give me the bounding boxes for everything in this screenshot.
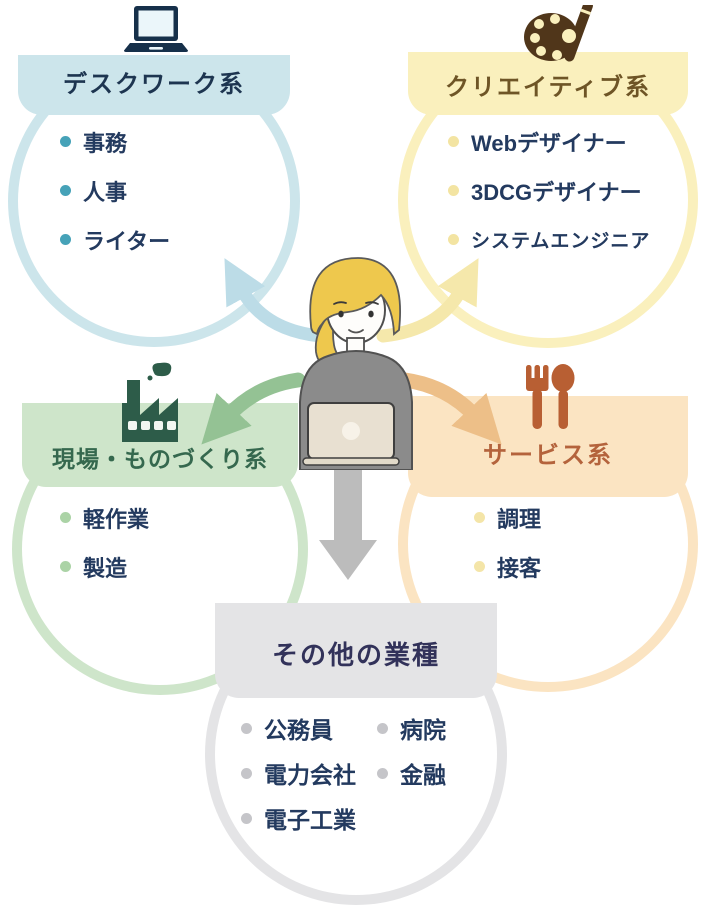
list-item: 軽作業	[60, 505, 149, 532]
bullet-dot	[377, 722, 388, 734]
item-label: 調理	[497, 506, 542, 532]
circle-cap	[408, 52, 688, 115]
hair-fringe	[309, 257, 401, 336]
item-label: 電子工業	[264, 807, 356, 833]
category-title-service: サービス系	[483, 442, 613, 469]
list-item: 金融	[377, 760, 446, 788]
bullet-dot	[60, 185, 71, 196]
category-items-other-left: 公務員 電力会社 電子工業	[241, 715, 356, 850]
neck	[346, 337, 365, 357]
category-items-other-right: 病院 金融	[377, 715, 446, 805]
bullet-dot	[241, 812, 252, 824]
category-items-service: 調理 接客	[474, 505, 541, 603]
bullet-dot	[241, 722, 252, 734]
item-label: 電力会社	[264, 762, 356, 788]
item-label: 公務員	[264, 717, 333, 743]
bullet-dot	[474, 561, 485, 572]
laptop-back	[307, 402, 395, 460]
list-item: 電力会社	[241, 760, 356, 788]
list-item: 事務	[60, 129, 170, 156]
bullet-dot	[60, 136, 71, 147]
item-label: 接客	[497, 555, 542, 581]
hair-ponytail	[314, 314, 346, 370]
list-item: 人事	[60, 178, 170, 205]
laptop-base	[302, 457, 400, 466]
item-label: 病院	[400, 717, 446, 743]
category-title-other: その他の業種	[271, 640, 440, 670]
item-label: 人事	[83, 179, 128, 205]
category-circle-creative: クリエイティブ系 Webデザイナー 3DCGデザイナー システムエンジニア	[398, 52, 698, 348]
list-item: 公務員	[241, 715, 356, 743]
arrow-to-other	[319, 470, 377, 580]
category-items-creative: Webデザイナー 3DCGデザイナー システムエンジニア	[448, 129, 650, 276]
item-label: 3DCGデザイナー	[471, 179, 642, 205]
circle-cap	[18, 55, 290, 115]
bullet-dot	[60, 561, 71, 572]
category-items-deskwork: 事務 人事 ライター	[60, 129, 170, 276]
list-item: 電子工業	[241, 805, 356, 833]
item-label: システムエンジニア	[471, 231, 651, 252]
category-title-deskwork: デスクワーク系	[63, 71, 245, 98]
item-label: 製造	[83, 555, 128, 581]
bullet-dot	[448, 234, 459, 245]
circle-cap	[215, 603, 497, 698]
bullet-dot	[448, 185, 459, 196]
category-title-creative: クリエイティブ系	[444, 74, 652, 101]
category-items-field-manufacturing: 軽作業 製造	[60, 505, 149, 603]
eye-right	[368, 310, 374, 318]
bullet-dot	[241, 767, 252, 779]
bullet-dot	[60, 234, 71, 245]
category-circle-service: サービス系 調理 接客	[398, 396, 698, 692]
category-circle-other: その他の業種 公務員 電力会社 電子工業 病院 金融	[205, 603, 507, 905]
item-label: Webデザイナー	[471, 130, 627, 156]
sweater-body	[299, 349, 413, 470]
list-item: 製造	[60, 554, 149, 581]
eyebrow-right	[365, 301, 379, 305]
laptop-logo	[342, 422, 360, 440]
list-item: ライター	[60, 227, 170, 254]
item-label: 金融	[400, 762, 446, 788]
item-label: 事務	[83, 130, 128, 156]
bullet-dot	[474, 512, 485, 523]
mouth	[348, 329, 364, 334]
list-item: 調理	[474, 505, 541, 532]
bullet-dot	[448, 136, 459, 147]
list-item: Webデザイナー	[448, 129, 650, 156]
item-label: 軽作業	[83, 506, 150, 532]
bullet-dot	[60, 512, 71, 523]
face	[326, 276, 386, 344]
category-circle-deskwork: デスクワーク系 事務 人事 ライター	[8, 55, 300, 347]
eye-left	[338, 310, 344, 318]
bullet-dot	[377, 767, 388, 779]
list-item: システムエンジニア	[448, 227, 650, 252]
category-title-field-manufacturing: 現場・ものづくり系	[52, 446, 268, 472]
list-item: 病院	[377, 715, 446, 743]
eyebrow-left	[333, 301, 347, 305]
list-item: 接客	[474, 554, 541, 581]
list-item: 3DCGデザイナー	[448, 178, 650, 205]
item-label: ライター	[83, 228, 171, 254]
laptop-icon	[124, 6, 188, 52]
